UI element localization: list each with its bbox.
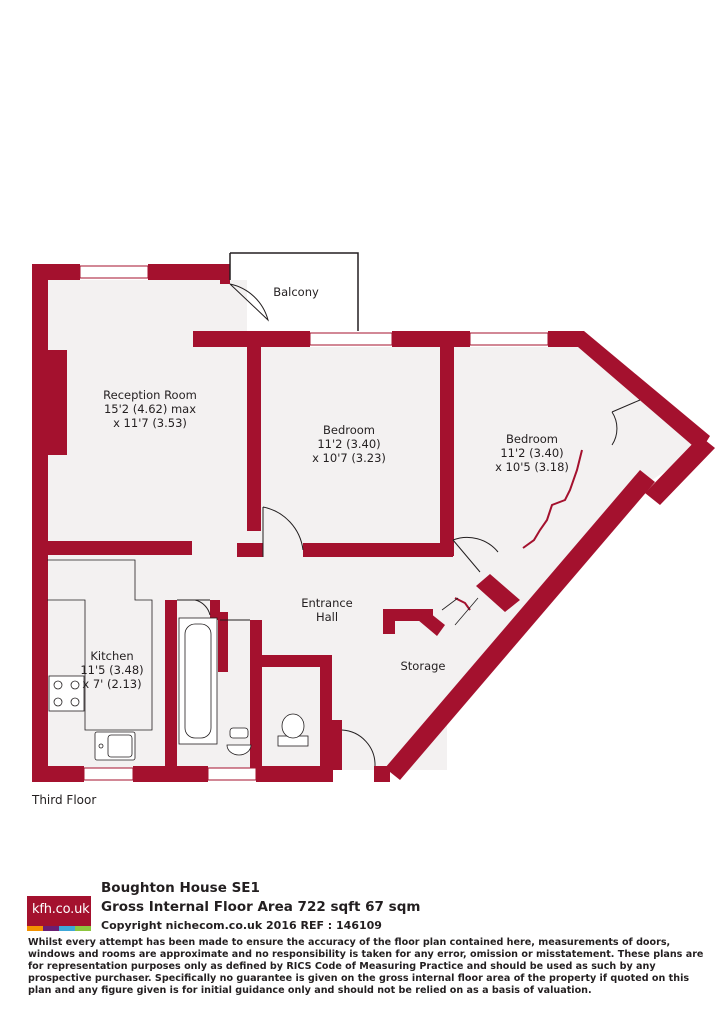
floor-area-text: Gross Internal Floor Area 722 sqft 67 sq…	[101, 899, 421, 915]
bathroom-fixtures	[178, 617, 309, 756]
entrance-hall-label: Entrance Hall	[301, 596, 353, 624]
bedroom-2-name: Bedroom	[505, 432, 558, 446]
balcony-outline	[229, 252, 359, 331]
bedroom-2-dims: 11'2 (3.40) x 10'5 (3.18)	[495, 446, 569, 474]
bedroom-1-label: Bedroom 11'2 (3.40) x 10'7 (3.23)	[312, 423, 386, 465]
disclaimer-text: Whilst every attempt has been made to en…	[28, 937, 704, 996]
logo-stripe-blue	[59, 926, 75, 931]
hob	[48, 675, 85, 712]
property-name: Boughton House SE1	[101, 880, 260, 896]
windows	[79, 265, 549, 781]
reception-room-dims: 15'2 (4.62) max x 11'7 (3.53)	[103, 402, 197, 430]
kitchen-dims: 11'5 (3.48) x 7' (2.13)	[80, 663, 144, 691]
hall-cupboard	[441, 597, 479, 626]
kitchen-label: Kitchen 11'5 (3.48) x 7' (2.13)	[80, 649, 143, 691]
kfh-logo: kfh.co.uk	[27, 896, 91, 931]
logo-text: kfh.co.uk	[32, 902, 90, 917]
floor-area	[47, 280, 700, 770]
balcony-label: Balcony	[273, 285, 319, 299]
kitchen-name: Kitchen	[90, 649, 134, 663]
logo-stripe-green	[75, 926, 91, 931]
bedroom-2-label: Bedroom 11'2 (3.40) x 10'5 (3.18)	[495, 432, 569, 474]
logo-stripe-purple	[43, 926, 59, 931]
bedroom-1-name: Bedroom	[322, 423, 375, 437]
logo-stripe-orange	[27, 926, 43, 931]
bedroom-1-dims: 11'2 (3.40) x 10'7 (3.23)	[312, 437, 386, 465]
wardrobe-doors	[454, 449, 583, 611]
basin	[226, 744, 252, 756]
walls	[32, 264, 715, 782]
reception-room-name: Reception Room	[103, 388, 197, 402]
reception-room-label: Reception Room 15'2 (4.62) max x 11'7 (3…	[103, 388, 197, 430]
door-swings	[177, 283, 641, 767]
copyright-text: Copyright nichecom.co.uk 2016 REF : 1461…	[101, 919, 382, 932]
floor-label: Third Floor	[32, 793, 97, 807]
storage-label: Storage	[400, 659, 446, 673]
sink	[94, 731, 136, 761]
toilet-bowl	[281, 713, 305, 739]
kitchen-fixtures	[47, 559, 153, 761]
